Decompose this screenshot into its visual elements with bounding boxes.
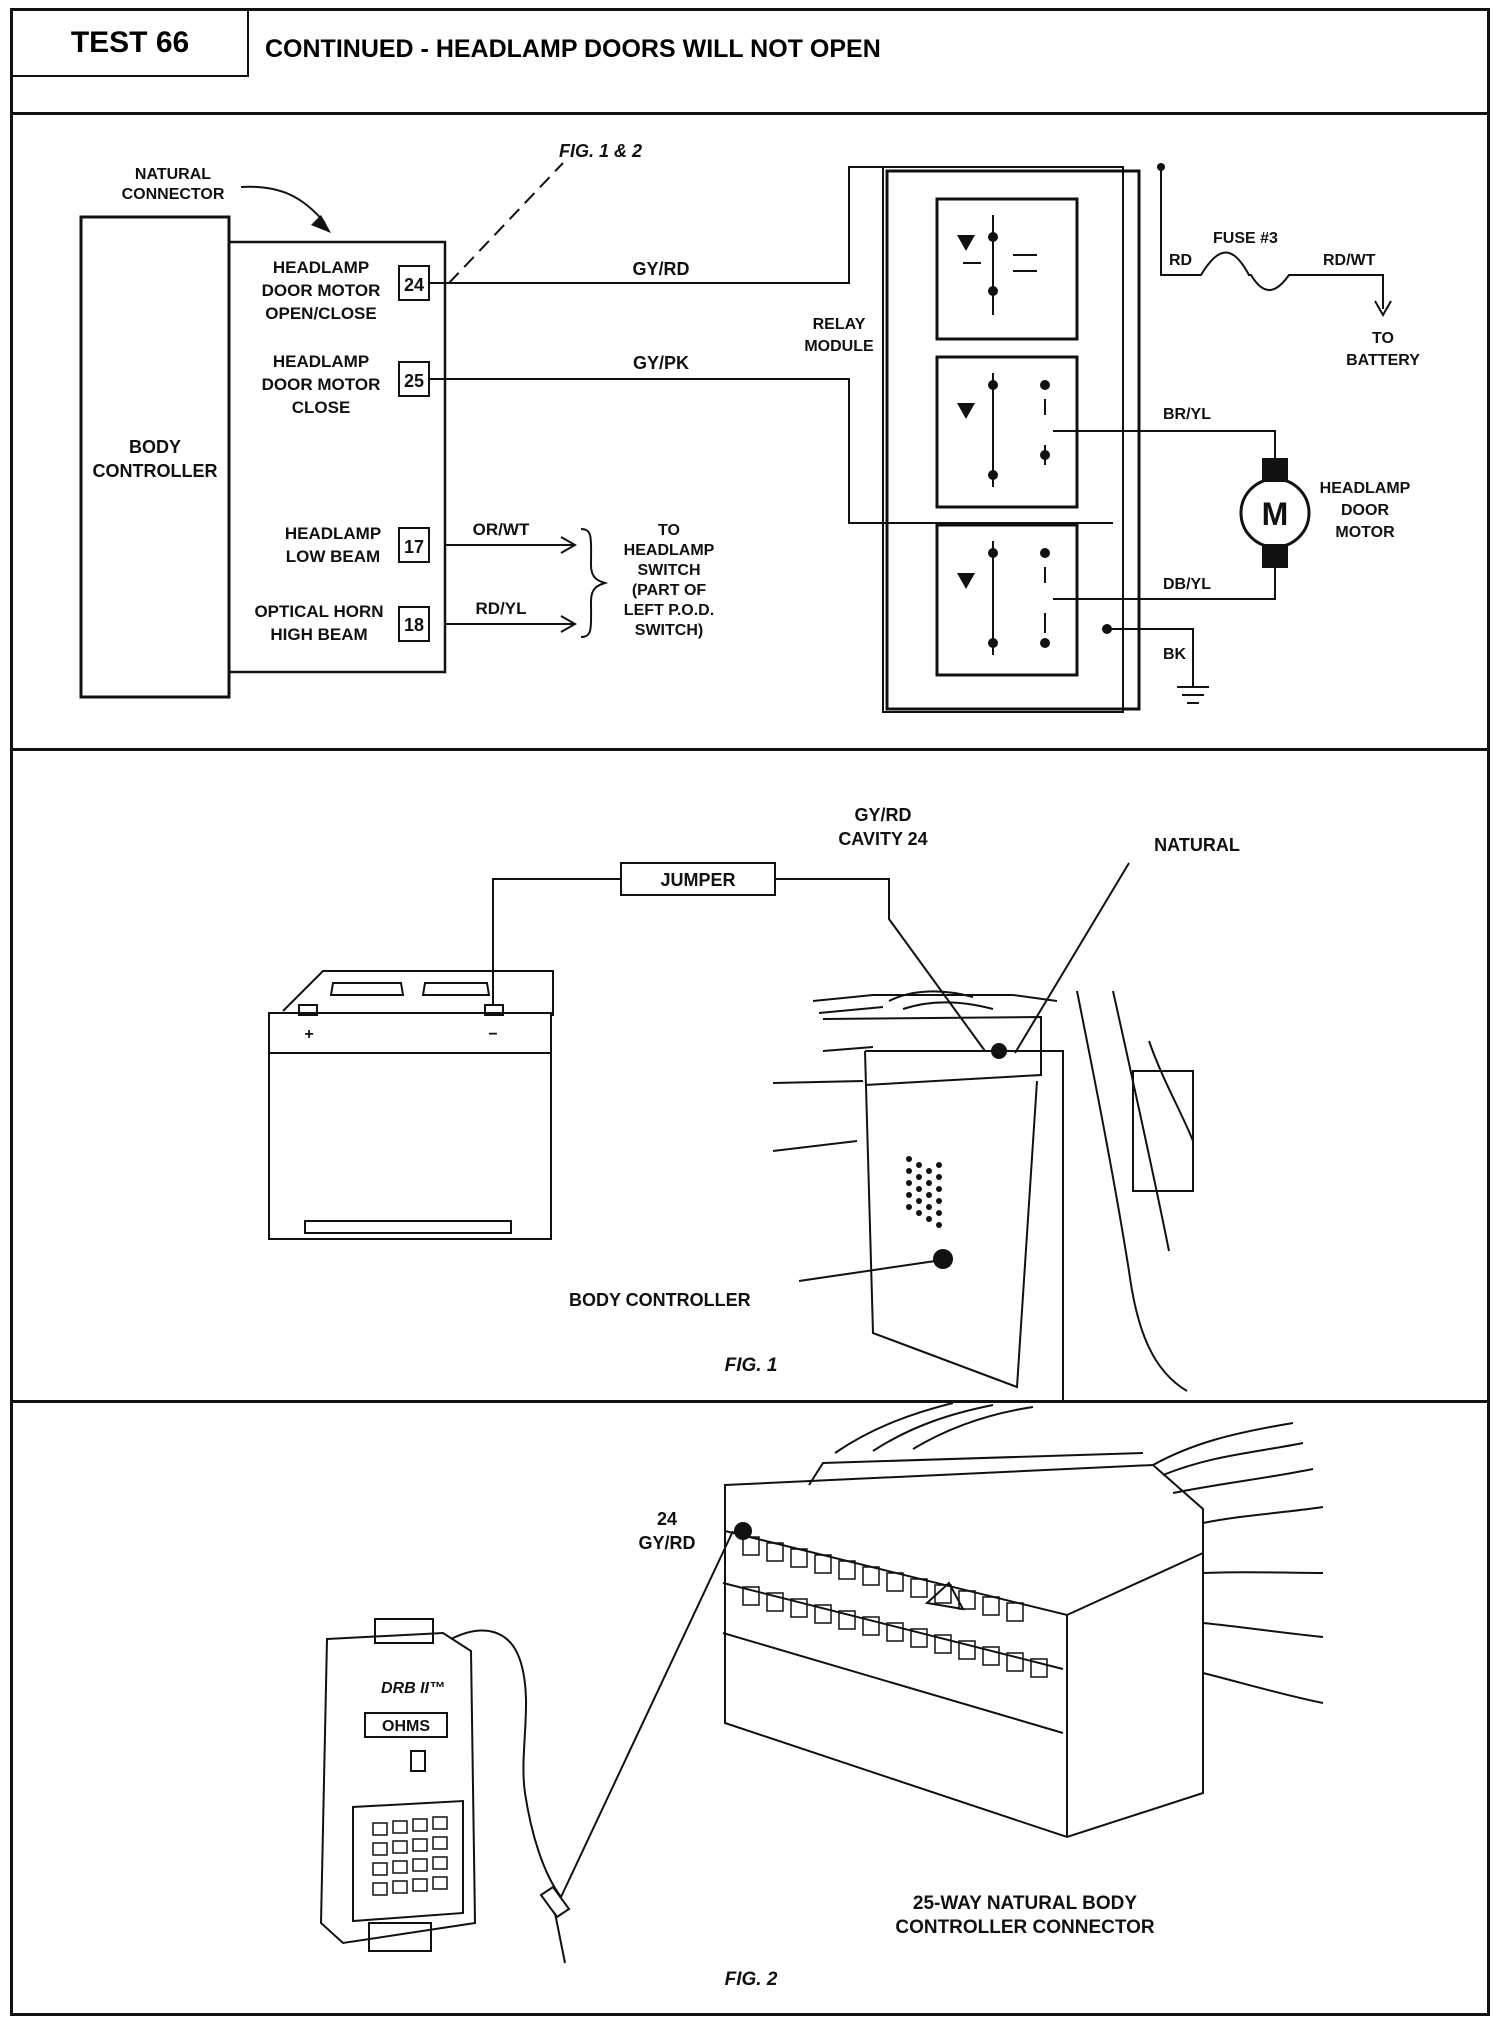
wiring-schematic-panel: NATURAL CONNECTOR FIG. 1 & 2 BODY CONTRO… xyxy=(13,115,1487,751)
to-switch-2: HEADLAMP xyxy=(624,542,715,559)
connector-cavities xyxy=(372,1536,1048,1896)
pin18-label-1: OPTICAL HORN xyxy=(254,602,383,621)
fig-reference: FIG. 1 & 2 xyxy=(559,141,642,161)
pin17-label-2: LOW BEAM xyxy=(286,547,380,566)
motor-label-1: HEADLAMP xyxy=(1320,480,1411,497)
relay-module-label-2: MODULE xyxy=(804,338,874,355)
wire-gyrd-label: GY/RD xyxy=(632,259,689,279)
motor-label-2: DOOR xyxy=(1341,502,1389,519)
fig1-illustration: JUMPER GY/RD CAVITY 24 NATURAL + − BODY … xyxy=(268,805,1240,1400)
fig1-panel: JUMPER GY/RD CAVITY 24 NATURAL + − BODY … xyxy=(13,751,1487,1403)
wiring-schematic: NATURAL CONNECTOR FIG. 1 & 2 BODY CONTRO… xyxy=(79,141,1420,713)
to-battery-2: BATTERY xyxy=(1346,352,1420,369)
natural-label: NATURAL xyxy=(1154,835,1240,855)
wire-bryl-label: BR/YL xyxy=(1163,406,1211,423)
fuse-label: FUSE #3 xyxy=(1213,230,1278,247)
wire-rd-label: RD xyxy=(1169,252,1192,269)
wire-orwt-label: OR/WT xyxy=(473,520,530,539)
pin24-label-3: OPEN/CLOSE xyxy=(265,304,376,323)
wire-gypk-label: GY/PK xyxy=(633,353,689,373)
test-number: TEST 66 xyxy=(13,11,249,77)
body-controller-label-1: BODY xyxy=(129,437,181,457)
pin24-number: 24 xyxy=(404,275,424,295)
wire-rdyl-label: RD/YL xyxy=(476,599,527,618)
page-header: TEST 66 CONTINUED - HEADLAMP DOORS WILL … xyxy=(13,11,1487,115)
pin18-label-2: HIGH BEAM xyxy=(270,625,367,644)
pin25-label-1: HEADLAMP xyxy=(273,352,369,371)
gyrd-cavity-label-1: GY/RD xyxy=(854,805,911,825)
fig2-caption: FIG. 2 xyxy=(725,1969,778,1990)
connector-label-2: CONTROLLER CONNECTOR xyxy=(895,1917,1155,1938)
pin25-label-2: DOOR MOTOR xyxy=(262,375,381,394)
pin25-number: 25 xyxy=(404,371,424,391)
body-controller-label-2: CONTROLLER xyxy=(93,461,218,481)
to-switch-6: SWITCH) xyxy=(635,622,703,639)
pin18-number: 18 xyxy=(404,615,424,635)
pin24-label-1: HEADLAMP xyxy=(273,258,369,277)
fig2-panel: 24 GY/RD DRB II™ OHMS 25-WAY NATURAL BOD… xyxy=(13,1403,1487,2013)
pin25-label-3: CLOSE xyxy=(292,398,351,417)
natural-connector-label-1: NATURAL xyxy=(135,166,211,183)
relay-module-label-1: RELAY xyxy=(813,316,866,333)
natural-connector-label-2: CONNECTOR xyxy=(122,186,225,203)
battery-positive: + xyxy=(304,1026,313,1043)
to-battery-1: TO xyxy=(1372,330,1394,347)
body-controller-callout: BODY CONTROLLER xyxy=(569,1290,751,1310)
pin17-number: 17 xyxy=(404,537,424,557)
pin24-label-2: DOOR MOTOR xyxy=(262,281,381,300)
pin24-callout-2: GY/RD xyxy=(638,1533,695,1553)
connector-label-1: 25-WAY NATURAL BODY xyxy=(913,1893,1137,1914)
fig2-illustration: 24 GY/RD DRB II™ OHMS 25-WAY NATURAL BOD… xyxy=(319,1403,1324,1990)
tester-brand: DRB II™ xyxy=(381,1680,445,1697)
wire-bk-label: BK xyxy=(1163,646,1187,663)
to-switch-3: SWITCH xyxy=(637,562,700,579)
pin24-callout-1: 24 xyxy=(657,1509,677,1529)
service-manual-page: TEST 66 CONTINUED - HEADLAMP DOORS WILL … xyxy=(10,8,1490,2016)
wire-dbyl-label: DB/YL xyxy=(1163,576,1211,593)
jumper-label: JUMPER xyxy=(660,870,735,890)
gyrd-cavity-label-2: CAVITY 24 xyxy=(838,829,927,849)
battery-negative: − xyxy=(488,1026,497,1043)
pin17-label-1: HEADLAMP xyxy=(285,524,381,543)
tester-display: OHMS xyxy=(382,1718,430,1735)
motor-symbol: M xyxy=(1262,496,1289,532)
to-switch-1: TO xyxy=(658,522,680,539)
motor-label-3: MOTOR xyxy=(1335,524,1395,541)
fig1-caption: FIG. 1 xyxy=(725,1355,778,1376)
wire-rdwt-label: RD/WT xyxy=(1323,252,1376,269)
page-title: CONTINUED - HEADLAMP DOORS WILL NOT OPEN xyxy=(265,35,881,63)
to-switch-4: (PART OF xyxy=(632,582,707,599)
to-switch-5: LEFT P.O.D. xyxy=(624,602,714,619)
